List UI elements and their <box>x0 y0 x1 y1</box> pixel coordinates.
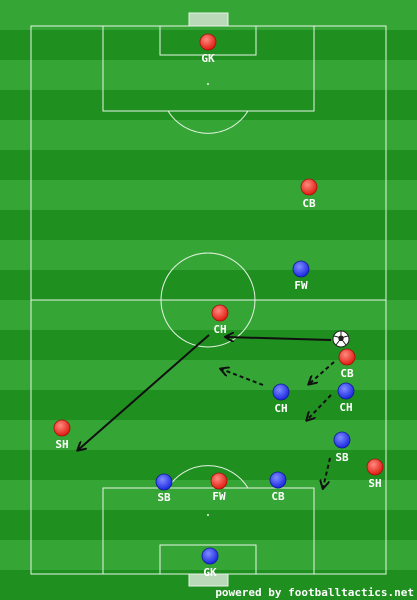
bottom-penalty-spot <box>207 514 209 516</box>
footer-credit[interactable]: powered by footballtactics.net <box>215 586 414 599</box>
player-blue-fw[interactable]: FW <box>292 260 310 292</box>
top-penalty-spot <box>207 83 209 85</box>
player-label: FW <box>212 490 226 503</box>
grass-stripe <box>0 60 417 90</box>
grass-stripe <box>0 90 417 120</box>
grass-stripe <box>0 480 417 510</box>
player-label: GK <box>201 52 215 65</box>
center-circle <box>160 252 256 348</box>
player-label: FW <box>294 279 308 292</box>
grass-stripe <box>0 240 417 270</box>
grass-stripe <box>0 360 417 390</box>
player-label: CH <box>213 323 226 336</box>
player-label: SH <box>55 438 68 451</box>
player-blue-ch-2[interactable]: CH <box>337 382 355 414</box>
run-arrow-ch2 <box>307 394 332 420</box>
run-arrow-cb <box>309 361 335 384</box>
player-red-gk[interactable]: GK <box>199 33 217 65</box>
grass-stripe <box>0 300 417 330</box>
player-blue-gk[interactable]: GK <box>201 547 219 579</box>
long-pass-arrow <box>78 334 210 450</box>
ball-icon[interactable] <box>332 330 350 348</box>
movement-arrows <box>78 334 335 488</box>
grass-stripe <box>0 180 417 210</box>
run-arrow-ch <box>221 369 264 386</box>
grass-stripe <box>0 450 417 480</box>
bottom-penalty-arc <box>167 465 249 489</box>
grass-stripe <box>0 270 417 300</box>
player-label: CH <box>274 402 287 415</box>
player-label: CB <box>302 197 316 210</box>
player-red-cb[interactable]: CB <box>300 178 318 210</box>
player-label: SB <box>157 491 171 504</box>
top-goal <box>188 12 229 27</box>
player-blue-sb-right[interactable]: SB <box>333 431 351 464</box>
top-penalty-arc <box>167 110 249 134</box>
run-arrow-sb <box>323 457 331 488</box>
player-red-ch[interactable]: CH <box>211 304 229 336</box>
player-label: GK <box>203 566 217 579</box>
player-label: CH <box>339 401 352 414</box>
player-blue-ch[interactable]: CH <box>272 383 290 415</box>
player-red-sh-left[interactable]: SH <box>53 419 71 451</box>
player-label: CB <box>340 367 354 380</box>
player-label: CB <box>271 490 285 503</box>
player-blue-sb-left[interactable]: SB <box>155 473 173 504</box>
grass-stripe <box>0 210 417 240</box>
player-label: SH <box>368 477 381 490</box>
grass-stripe <box>0 390 417 420</box>
grass-stripe <box>0 150 417 180</box>
player-label: SB <box>335 451 349 464</box>
pass-arrow <box>226 337 332 340</box>
player-red-sh-right[interactable]: SH <box>366 458 384 490</box>
player-red-fw[interactable]: FW <box>210 472 228 503</box>
bottom-goal <box>188 573 229 587</box>
player-red-cb-2[interactable]: CB <box>338 348 356 380</box>
grass-stripe <box>0 120 417 150</box>
player-blue-cb[interactable]: CB <box>269 471 287 503</box>
